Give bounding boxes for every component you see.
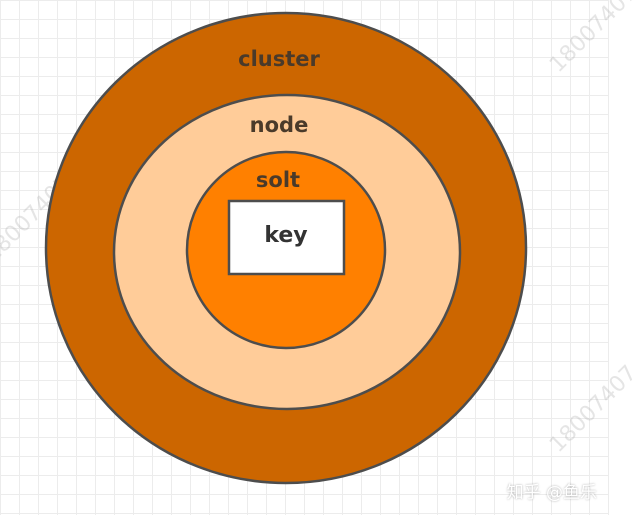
cluster-label: cluster [238,47,320,71]
nested-layers-diagram: cluster node solt key [44,11,528,485]
zhihu-author-watermark: 知乎 @鱼乐 [506,483,597,503]
slot-label: solt [256,168,300,192]
node-label: node [250,113,309,137]
key-label: key [264,223,307,248]
key-box [227,199,346,276]
